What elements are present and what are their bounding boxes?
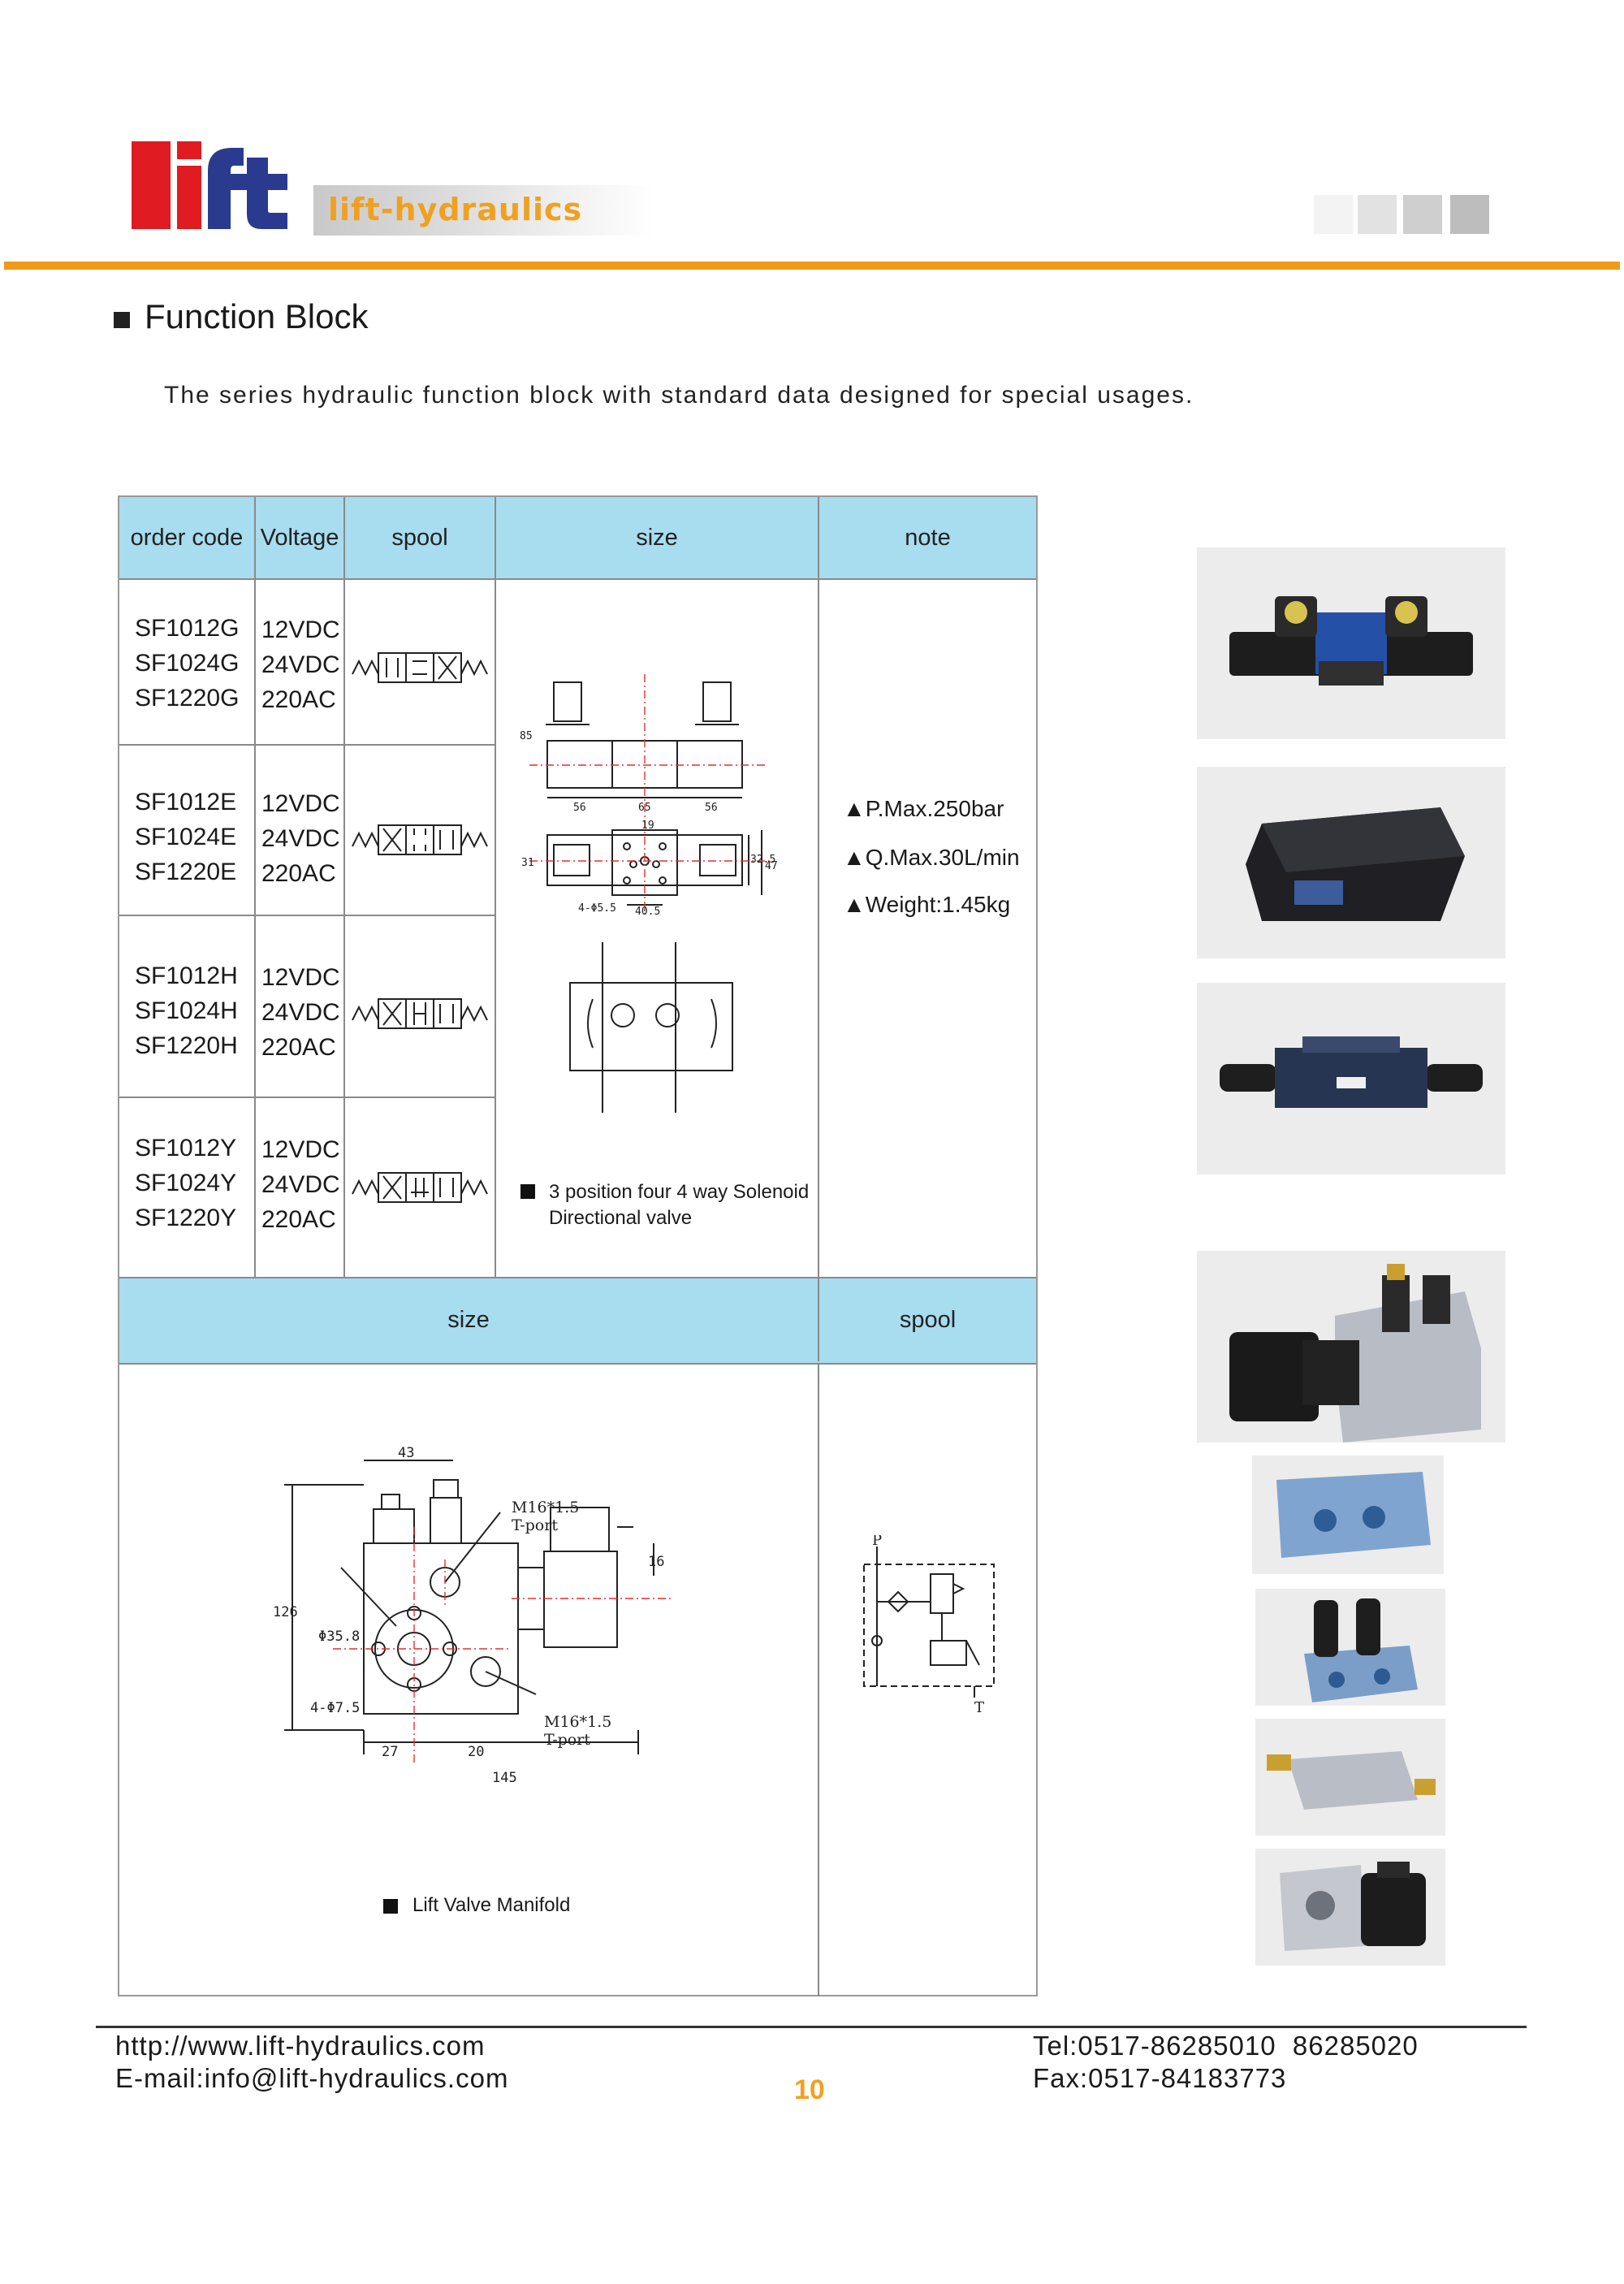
svg-text:4-Φ7.5: 4-Φ7.5 bbox=[310, 1700, 360, 1716]
brand-name: lift-hydraulics bbox=[328, 192, 583, 227]
header-order-code: order code bbox=[130, 524, 244, 551]
svg-text:T: T bbox=[974, 1699, 984, 1714]
row-divider-1 bbox=[119, 744, 495, 746]
manifold-hydraulic-schematic: P T bbox=[863, 1535, 995, 1714]
col-divider-4 bbox=[818, 497, 819, 1996]
deco-square-3 bbox=[1403, 195, 1442, 234]
svg-text:32.5: 32.5 bbox=[750, 854, 775, 866]
header-size: size bbox=[636, 524, 678, 551]
svg-text:56: 56 bbox=[573, 802, 586, 814]
footer-email[interactable]: E-mail:info@lift-hydraulics.com bbox=[115, 2063, 509, 2093]
svg-text:31: 31 bbox=[521, 857, 534, 869]
manifold-solenoid-photo bbox=[1197, 1251, 1505, 1443]
deco-square-4 bbox=[1450, 195, 1489, 234]
solenoid-valve-photo bbox=[1197, 547, 1505, 739]
footer-tel: Tel:0517-86285010 86285020 bbox=[1033, 2031, 1419, 2061]
svg-text:56: 56 bbox=[705, 802, 718, 814]
col-divider-3 bbox=[495, 497, 496, 1277]
header-voltage: Voltage bbox=[260, 524, 339, 551]
svg-text:Φ35.8: Φ35.8 bbox=[318, 1629, 360, 1645]
spool-h-symbol-icon bbox=[352, 998, 488, 1029]
svg-text:M16*1.5: M16*1.5 bbox=[544, 1713, 611, 1731]
svg-text:4-Φ5.5: 4-Φ5.5 bbox=[578, 902, 616, 915]
brand-banner bbox=[313, 185, 654, 236]
manifold-caption-bullet bbox=[383, 1899, 398, 1914]
modular-valve-photo bbox=[1197, 767, 1505, 958]
svg-text:T-port: T-port bbox=[512, 1516, 558, 1534]
aluminium-block-photo bbox=[1252, 1456, 1444, 1574]
header-note: note bbox=[905, 524, 951, 551]
footer-rule bbox=[96, 2026, 1527, 2028]
svg-text:19: 19 bbox=[641, 820, 654, 832]
header-manifold-size: size bbox=[447, 1306, 490, 1333]
header-spool: spool bbox=[391, 524, 448, 551]
section-intro: The series hydraulic function block with… bbox=[164, 382, 1194, 409]
size-caption-bullet bbox=[520, 1184, 535, 1199]
function-block-table bbox=[118, 495, 1038, 1996]
manifold-header-row bbox=[119, 1277, 1036, 1365]
note-weight: ▲Weight:1.45kg bbox=[843, 892, 1011, 917]
page-number: 10 bbox=[794, 2074, 825, 2105]
spool-g-symbol-icon bbox=[352, 652, 488, 683]
row-divider-2 bbox=[119, 915, 495, 916]
svg-text:P: P bbox=[872, 1535, 882, 1549]
coil-block-photo bbox=[1255, 1849, 1445, 1966]
svg-text:145: 145 bbox=[492, 1770, 517, 1786]
check-valve-photo bbox=[1197, 983, 1505, 1174]
svg-text:126: 126 bbox=[273, 1604, 298, 1620]
valve-dimension-drawing: 85 56 65 56 19 31 32.5 47 4-Φ5.5 40.5 bbox=[520, 674, 778, 1113]
svg-text:40.5: 40.5 bbox=[635, 906, 660, 918]
svg-text:20: 20 bbox=[468, 1744, 484, 1760]
svg-text:27: 27 bbox=[382, 1744, 398, 1760]
svg-text:65: 65 bbox=[638, 802, 651, 814]
row-divider-3 bbox=[119, 1097, 495, 1098]
svg-text:43: 43 bbox=[398, 1446, 414, 1461]
spool-e-symbol-icon bbox=[352, 824, 488, 855]
twin-coil-block-photo bbox=[1255, 1589, 1445, 1706]
manifold-caption: Lift Valve Manifold bbox=[412, 1894, 571, 1916]
svg-text:M16*1.5: M16*1.5 bbox=[512, 1499, 579, 1516]
spool-y-symbol-icon bbox=[352, 1172, 488, 1203]
svg-text:85: 85 bbox=[520, 730, 533, 742]
deco-square-2 bbox=[1358, 195, 1397, 234]
note-flow: ▲Q.Max.30L/min bbox=[843, 845, 1020, 870]
svg-text:16: 16 bbox=[648, 1554, 664, 1570]
footer-fax: Fax:0517-84183773 bbox=[1033, 2063, 1287, 2093]
section-title: Function Block bbox=[145, 297, 369, 335]
svg-text:47: 47 bbox=[765, 860, 778, 872]
cartridge-block-photo bbox=[1255, 1719, 1445, 1836]
col-divider-2 bbox=[343, 497, 345, 1277]
svg-text:T-port: T-port bbox=[544, 1731, 590, 1749]
section-bullet bbox=[114, 312, 130, 328]
manifold-col-divider bbox=[818, 1277, 819, 1361]
deco-square-1 bbox=[1314, 195, 1353, 234]
header-rule bbox=[4, 262, 1620, 270]
lift-logo: lift bbox=[132, 141, 287, 235]
col-divider-1 bbox=[254, 497, 256, 1277]
footer-url[interactable]: http://www.lift-hydraulics.com bbox=[115, 2031, 486, 2061]
table-header-row bbox=[119, 497, 1036, 580]
header-manifold-spool: spool bbox=[899, 1306, 957, 1333]
svg-text:lift: lift bbox=[211, 232, 213, 235]
note-pressure: ▲P.Max.250bar bbox=[843, 796, 1004, 821]
manifold-dimension-drawing: 43 126 Φ35.8 4-Φ7.5 27 20 145 16 M16*1.5… bbox=[273, 1446, 674, 1786]
